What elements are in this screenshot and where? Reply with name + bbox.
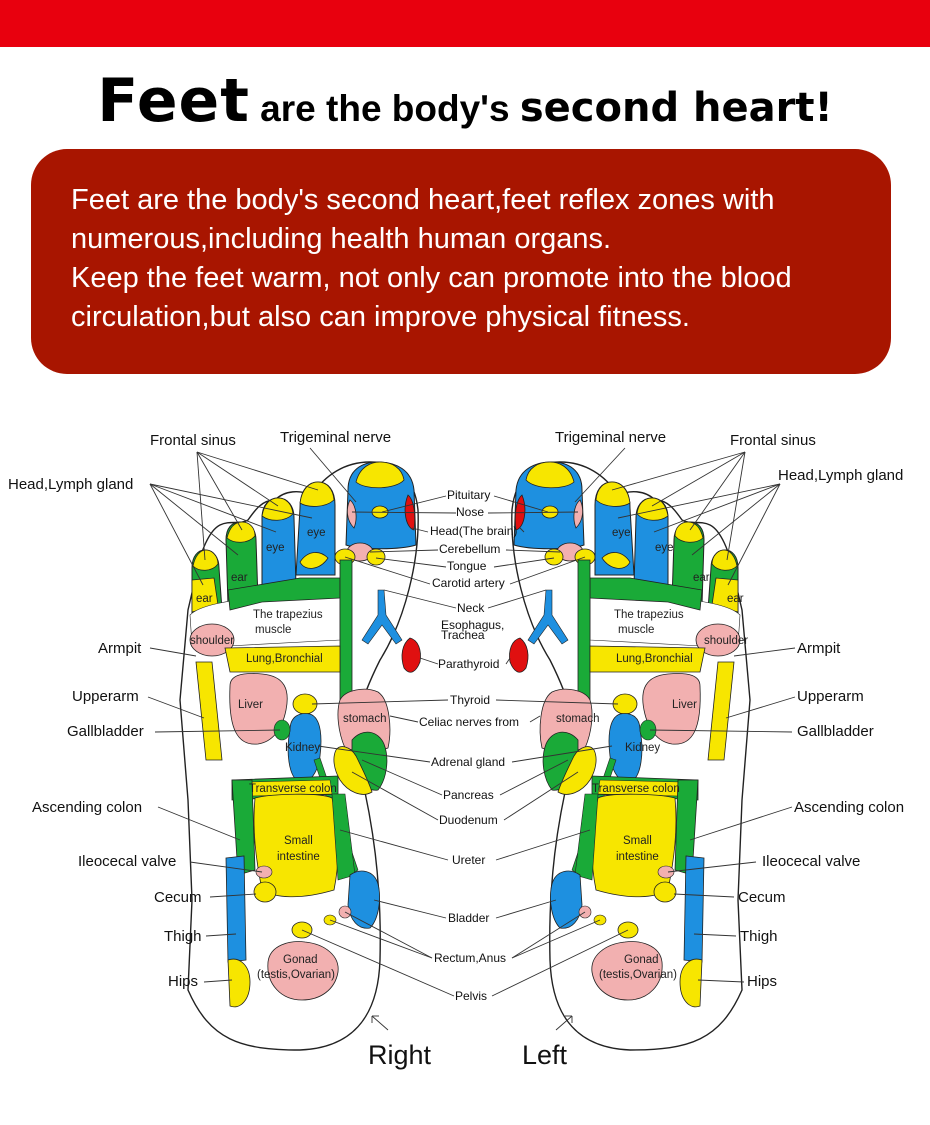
zone-small-r2: intestine [277,851,320,863]
label-tongue: Tongue [447,559,487,573]
zone-small-l1: Small [623,835,652,847]
zone-kidney-l: Kidney [625,742,660,754]
intro-line-3: Keep the feet warm, not only can promote… [71,262,792,294]
zone-ear-r2: ear [196,593,213,605]
zone-small-l2: intestine [616,851,659,863]
label-right-foot: Right [368,1040,432,1070]
foot-reflexology-diagram: eye eye ear ear The trapezius muscle sho… [8,429,904,1070]
intro-line-4: circulation,but also can improve physica… [71,301,690,333]
label-ileocecal-r: Ileocecal valve [78,853,176,870]
label-gallbladder-r: Gallbladder [67,723,144,740]
zone-gonad-r2: (testis,Ovarian) [257,969,335,981]
zone-shoulder-r: shoulder [190,635,234,647]
headline: Feet are the body's second heart! [0,66,930,136]
label-duodenum: Duodenum [439,813,498,827]
zone-trapezius-r1: The trapezius [253,609,323,621]
zone-liver-l: Liver [672,699,697,711]
zone-gonad-l2: (testis,Ovarian) [599,969,677,981]
zone-lung-r: Lung,Bronchial [246,653,323,665]
zone-lung-l: Lung,Bronchial [616,653,693,665]
label-trigeminal-r: Trigeminal nerve [280,429,391,446]
intro-panel: Feet are the body's second heart,feet re… [31,149,891,374]
label-thigh-r: Thigh [164,928,202,945]
label-armpit-l: Armpit [797,640,841,657]
zone-ear-l1: ear [693,572,710,584]
label-ureter: Ureter [452,853,485,867]
zone-eye-l2: eye [655,542,674,554]
zone-eye-r1: eye [307,527,326,539]
label-ileocecal-l: Ileocecal valve [762,853,860,870]
intro-line-1: Feet are the body's second heart,feet re… [71,184,775,216]
leader-lines [147,447,796,1031]
label-ascending-r: Ascending colon [32,799,142,816]
label-head-lymph-l: Head,Lymph gland [778,467,903,484]
headline-feet: Feet [97,66,250,136]
label-head-lymph-r: Head,Lymph gland [8,476,133,493]
zone-trapezius-l1: The trapezius [614,609,684,621]
label-frontal-sinus-l: Frontal sinus [730,432,816,449]
zone-gonad-l1: Gonad [624,954,659,966]
zone-ear-l2: ear [727,593,744,605]
zone-eye-l1: eye [612,527,631,539]
label-cecum-r: Cecum [154,889,202,906]
label-parathyroid: Parathyroid [438,657,499,671]
headline-middle: are the body's [249,88,520,129]
label-rectum: Rectum,Anus [434,951,506,965]
zone-ear-r1: ear [231,572,248,584]
intro-line-2: numerous,including health human organs. [71,223,612,255]
label-armpit-r: Armpit [98,640,142,657]
zone-eye-r2: eye [266,542,285,554]
zone-transverse-r: Transverse colon [249,783,337,795]
zone-trapezius-l2: muscle [618,624,654,636]
label-esophagus: Esophagus, [441,618,504,632]
label-adrenal: Adrenal gland [431,755,505,769]
label-cerebellum: Cerebellum [439,542,500,556]
label-carotid: Carotid artery [432,576,505,590]
label-left-foot: Left [522,1040,568,1070]
label-hips-l: Hips [747,973,777,990]
headline-second-heart: second heart! [519,85,833,131]
top-red-bar [0,0,930,47]
zone-stomach-r: stomach [343,713,386,725]
zone-stomach-l: stomach [556,713,599,725]
label-bladder: Bladder [448,911,489,925]
label-upperarm-l: Upperarm [797,688,864,705]
label-neck: Neck [457,601,485,615]
label-pituitary: Pituitary [447,488,490,502]
zone-small-r1: Small [284,835,313,847]
label-trigeminal-l: Trigeminal nerve [555,429,666,446]
zone-transverse-l: Transverse colon [592,783,680,795]
zone-shoulder-l: shoulder [704,635,748,647]
label-hips-r: Hips [168,973,198,990]
label-thigh-l: Thigh [740,928,778,945]
zone-liver-r: Liver [238,699,263,711]
label-frontal-sinus-r: Frontal sinus [150,432,236,449]
label-celiac: Celiac nerves from [419,715,519,729]
label-thyroid: Thyroid [450,693,490,707]
label-ascending-l: Ascending colon [794,799,904,816]
label-head-brain: Head(The brain) [430,524,517,538]
label-upperarm-r: Upperarm [72,688,139,705]
label-pancreas: Pancreas [443,788,494,802]
label-cecum-l: Cecum [738,889,786,906]
label-nose: Nose [456,505,484,519]
zone-trapezius-r2: muscle [255,624,291,636]
label-trachea: Trachea [441,628,485,642]
zone-gonad-r1: Gonad [283,954,318,966]
label-pelvis: Pelvis [455,989,487,1003]
label-gallbladder-l: Gallbladder [797,723,874,740]
zone-kidney-r: Kidney [285,742,320,754]
